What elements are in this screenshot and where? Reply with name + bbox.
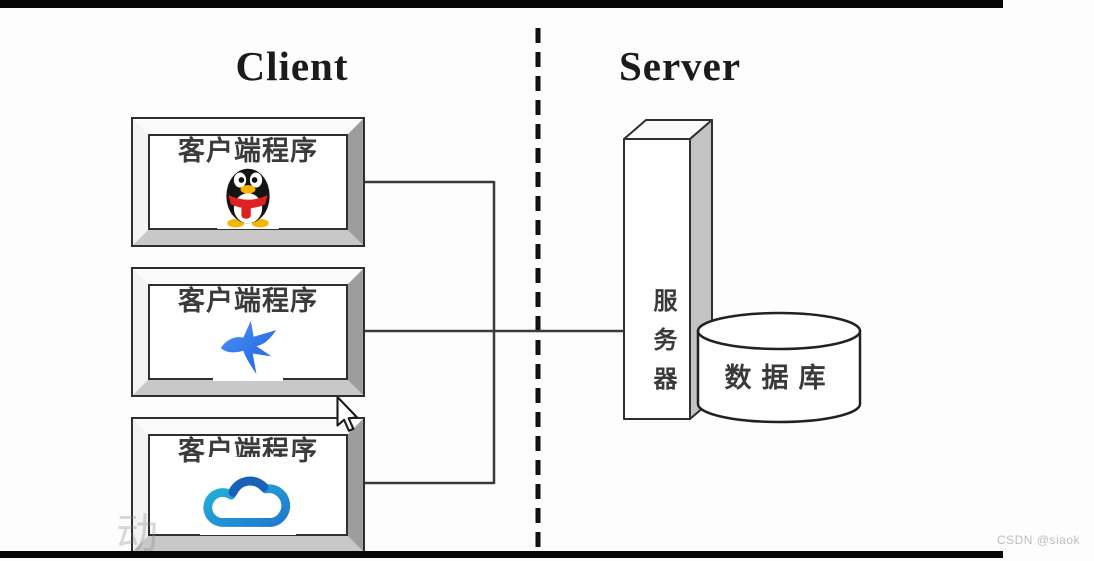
client-column-title: Client: [235, 43, 349, 89]
client-box-label: 客户端程序: [178, 286, 318, 316]
client-box-qq: 客户端程序: [131, 117, 365, 247]
client-box-weiyun: 客户端程序: [131, 417, 365, 553]
server-label: 服务器: [649, 287, 676, 405]
database-cylinder: [696, 311, 862, 424]
xunlei-bird-icon: [213, 313, 283, 381]
client-box-bevel: [133, 419, 363, 551]
weiyun-cloud-icon: [200, 457, 296, 535]
mouse-cursor-icon: [336, 397, 363, 433]
client-box-label: 客户端程序: [178, 136, 318, 166]
bottom-letterbox-bar: [0, 551, 1003, 558]
qq-penguin-icon: [217, 163, 279, 229]
server-column-title: Server: [618, 43, 742, 89]
top-letterbox-bar: [0, 0, 1003, 8]
database-body: [696, 329, 862, 424]
client-box-xunlei: 客户端程序: [131, 267, 365, 397]
csdn-watermark: CSDN @siaok: [996, 533, 1080, 547]
client-box-bevel: [133, 119, 363, 245]
connection-lines: [364, 180, 625, 485]
database-label: 数据库: [724, 363, 836, 393]
faint-corner-glyph: 动: [116, 510, 159, 557]
client-box-bevel: [133, 269, 363, 395]
server-tower: [623, 119, 713, 420]
database-top: [696, 311, 862, 351]
server-front-face: [623, 138, 691, 420]
